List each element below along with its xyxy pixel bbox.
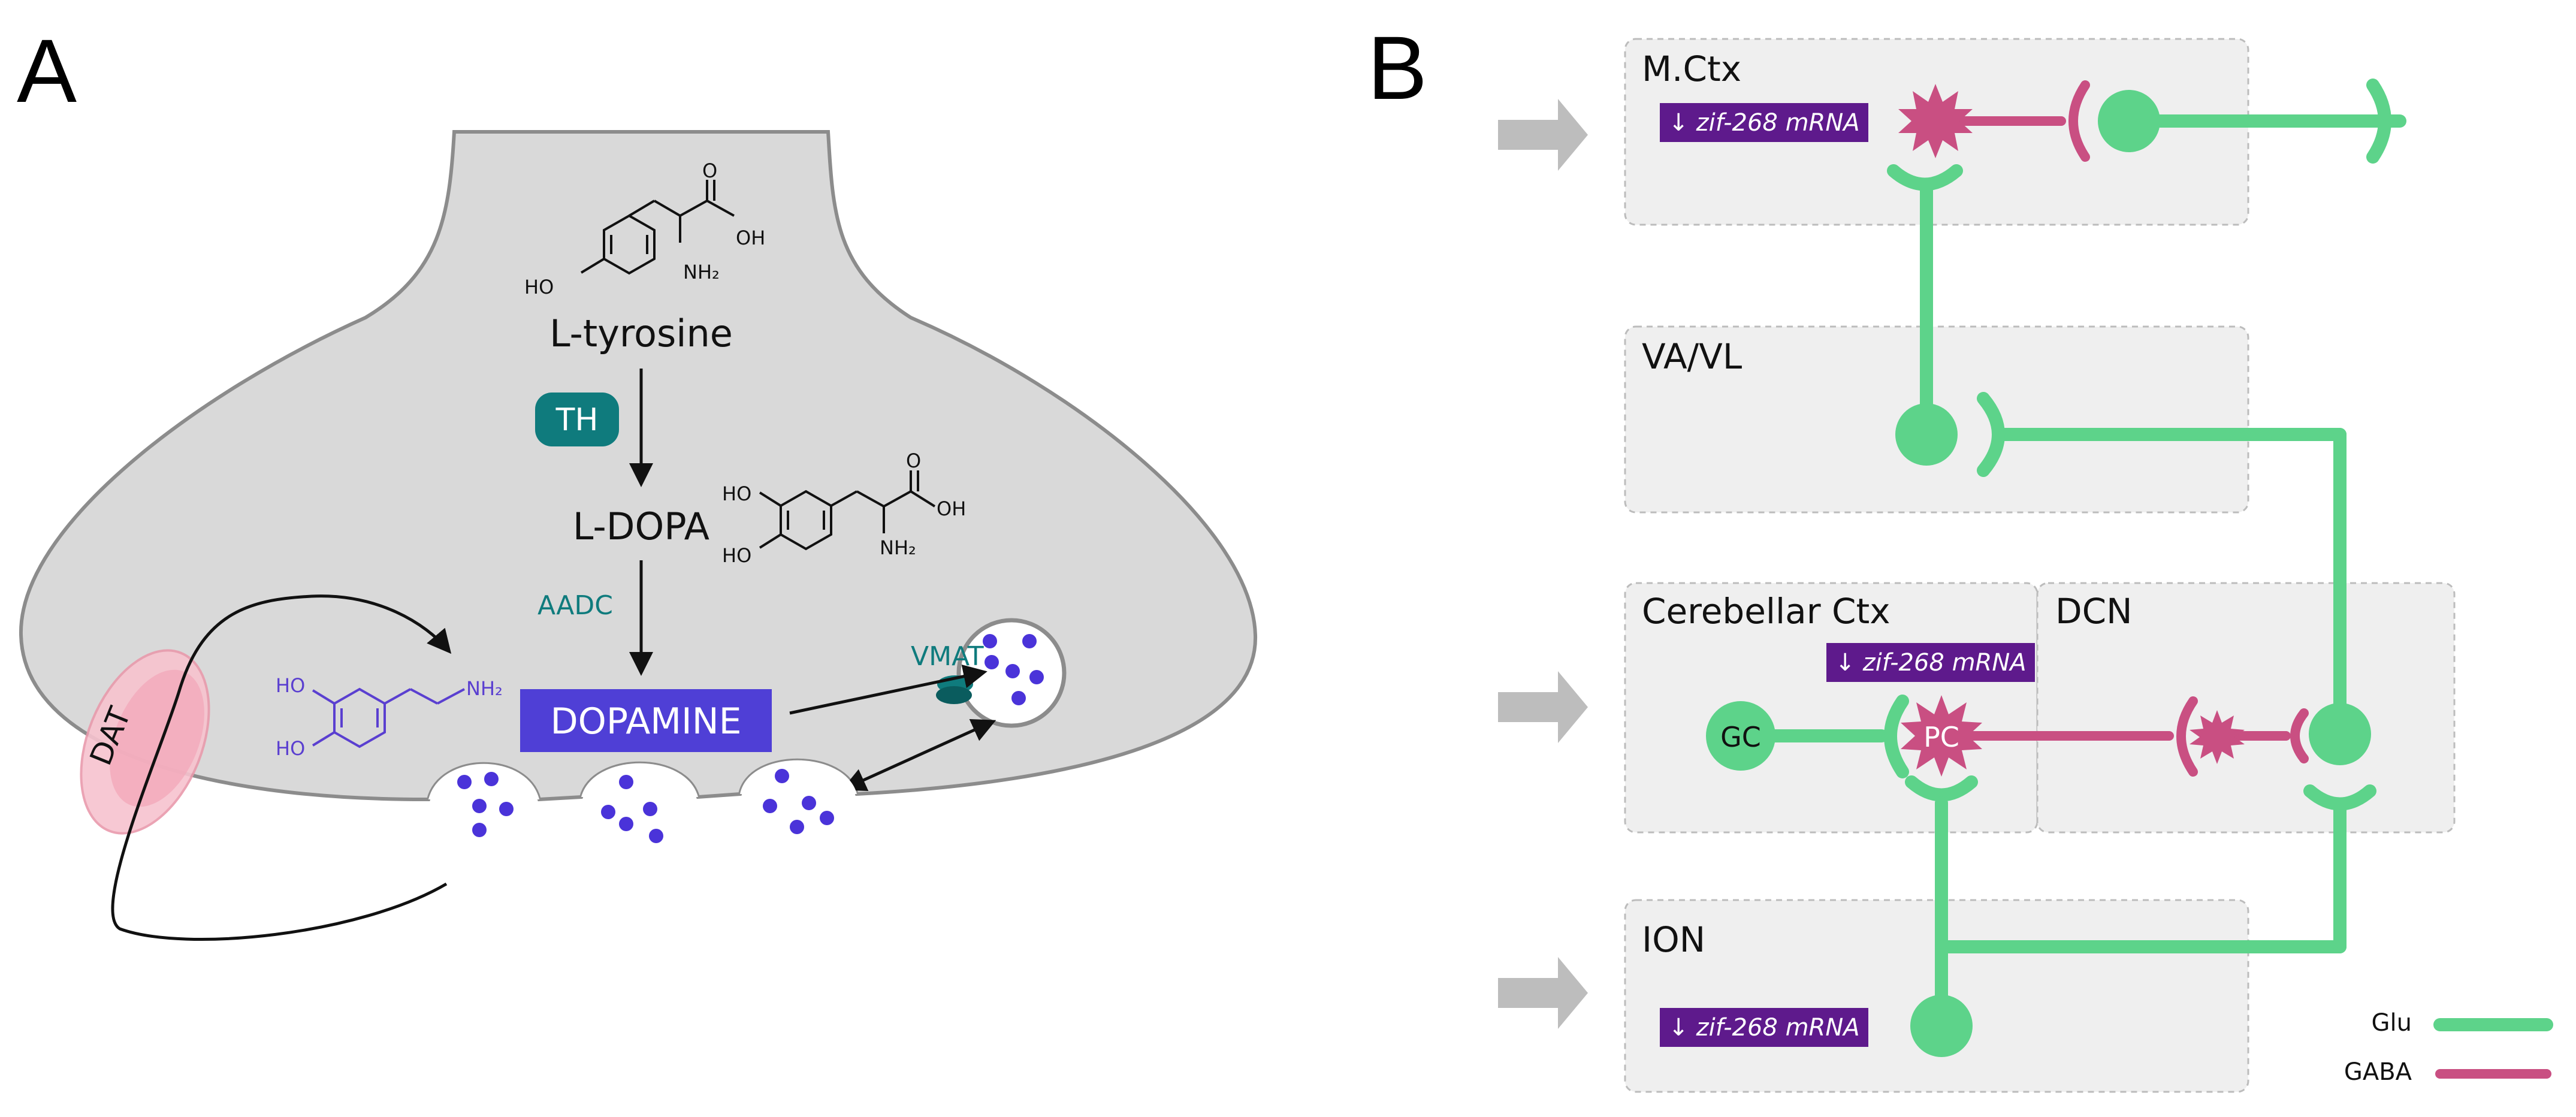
tyrosine-ho: HO bbox=[524, 276, 554, 298]
vmat-label: VMAT bbox=[911, 641, 984, 672]
glu-pathways bbox=[1734, 79, 2406, 1031]
mrna-badge-ion bbox=[1660, 1008, 1868, 1047]
ldopa-nh2: NH₂ bbox=[880, 536, 916, 559]
purkinje-cell-label: PC bbox=[1923, 721, 1959, 753]
input-arrow-mctx bbox=[1498, 99, 1588, 171]
panel-a-letter: A bbox=[17, 20, 77, 121]
tyrosine-nh2: NH₂ bbox=[683, 261, 720, 283]
ion-neuron bbox=[1910, 995, 1973, 1057]
region-label-mctx: M.Ctx bbox=[1642, 49, 1741, 89]
region-label-vavl: VA/VL bbox=[1642, 336, 1742, 377]
release-vesicle-3 bbox=[740, 760, 857, 834]
panel-b-letter: B bbox=[1367, 17, 1427, 118]
region-label-dcn: DCN bbox=[2055, 591, 2133, 632]
tyrosine-o: O bbox=[702, 159, 717, 182]
l-tyrosine-structure bbox=[580, 180, 735, 275]
dopamine-ho-bottom: HO bbox=[276, 737, 305, 760]
region-dcn bbox=[2036, 582, 2456, 834]
aadc-enzyme-label: AADC bbox=[537, 590, 613, 621]
release-vesicle-2 bbox=[581, 763, 698, 843]
th-enzyme-label: TH bbox=[555, 402, 599, 438]
mrna-label-mctx: ↓ zif-268 mRNA bbox=[1668, 109, 1859, 137]
mrna-label-ion: ↓ zif-268 mRNA bbox=[1668, 1014, 1859, 1041]
arrow-dopamine-to-vesicle bbox=[789, 665, 987, 715]
ldopa-oh: OH bbox=[937, 497, 966, 520]
th-enzyme-badge bbox=[535, 393, 619, 446]
l-tyrosine-label: L-tyrosine bbox=[549, 312, 733, 355]
legend-gaba-label: GABA bbox=[2344, 1058, 2412, 1086]
granule-cell bbox=[1706, 701, 1775, 771]
dopamine-nh2: NH₂ bbox=[466, 677, 503, 700]
arrow-vesicle-to-release-site bbox=[841, 718, 996, 792]
ldopa-ho-bottom: HO bbox=[722, 544, 751, 567]
region-label-cerebellar-ctx: Cerebellar Ctx bbox=[1642, 591, 1891, 632]
dat-transporter: DAT bbox=[80, 649, 210, 835]
tyrosine-oh: OH bbox=[736, 227, 765, 249]
ldopa-ho-top: HO bbox=[722, 482, 751, 505]
release-vesicle-1 bbox=[428, 763, 539, 837]
mctx-projection-neuron bbox=[2098, 90, 2160, 152]
mctx-interneuron bbox=[1898, 84, 1973, 158]
granule-cell-label: GC bbox=[1720, 721, 1761, 753]
region-label-ion: ION bbox=[1642, 919, 1705, 960]
reuptake-arrow bbox=[111, 594, 452, 941]
mrna-badge-mctx bbox=[1660, 103, 1868, 142]
ldopa-o: O bbox=[906, 449, 921, 472]
gaba-pathways bbox=[1922, 80, 2309, 777]
vesicle-dopamine-dots bbox=[983, 634, 1044, 705]
legend-glu-label: Glu bbox=[2372, 1009, 2412, 1037]
dopamine-box-label: DOPAMINE bbox=[550, 701, 741, 742]
dopamine-ho-top: HO bbox=[276, 674, 305, 697]
mrna-badge-cerebellar bbox=[1826, 643, 2035, 682]
dopamine-box bbox=[520, 689, 772, 752]
dcn-interneuron bbox=[2190, 710, 2245, 764]
dopamine-structure bbox=[312, 687, 465, 748]
input-arrow-ion bbox=[1498, 957, 1588, 1029]
l-dopa-structure bbox=[759, 470, 936, 551]
vavl-thalamic-neuron bbox=[1895, 403, 1958, 466]
input-arrow-cerebellar bbox=[1498, 671, 1588, 743]
dcn-neuron bbox=[2309, 703, 2371, 765]
mrna-label-cerebellar: ↓ zif-268 mRNA bbox=[1835, 649, 2026, 677]
purkinje-cell bbox=[1901, 695, 1982, 777]
l-dopa-label: L-DOPA bbox=[573, 505, 709, 548]
